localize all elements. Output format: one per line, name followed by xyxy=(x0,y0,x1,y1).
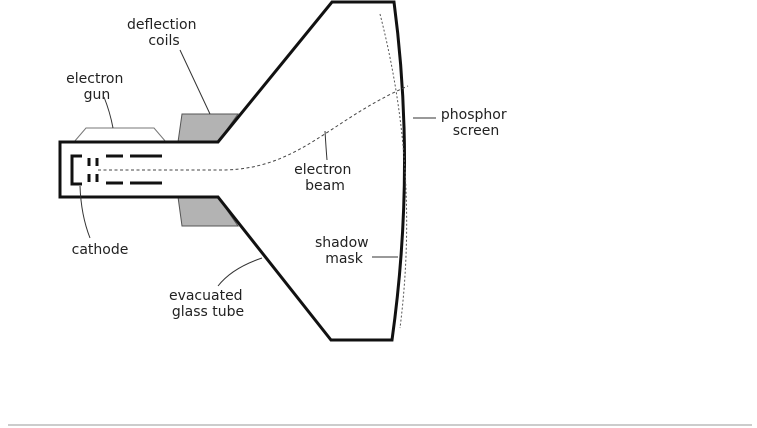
label-electron-gun: electron gun xyxy=(66,71,128,103)
leader-evacuated-glass-tube xyxy=(217,257,263,287)
cathode-bracket xyxy=(70,154,82,186)
leader-electron-beam xyxy=(324,130,328,161)
electron-gun xyxy=(70,154,162,186)
leader-deflection-coils xyxy=(179,49,211,115)
electron-gun-housing xyxy=(73,127,167,143)
label-shadow-mask: shadow mask xyxy=(315,235,373,267)
label-electron-beam: electron beam xyxy=(294,162,356,194)
shadow-mask xyxy=(379,13,408,329)
glass-tube-outline xyxy=(58,0,407,342)
label-deflection-coils: deflection coils xyxy=(127,17,201,49)
label-cathode: cathode xyxy=(72,242,129,258)
electron-beam xyxy=(98,85,409,171)
leader-electron-gun xyxy=(103,96,114,129)
label-evacuated-glass-tube: evacuated glass tube xyxy=(169,288,247,320)
label-phosphor-screen: phosphor screen xyxy=(441,107,511,139)
leader-cathode xyxy=(79,185,91,239)
